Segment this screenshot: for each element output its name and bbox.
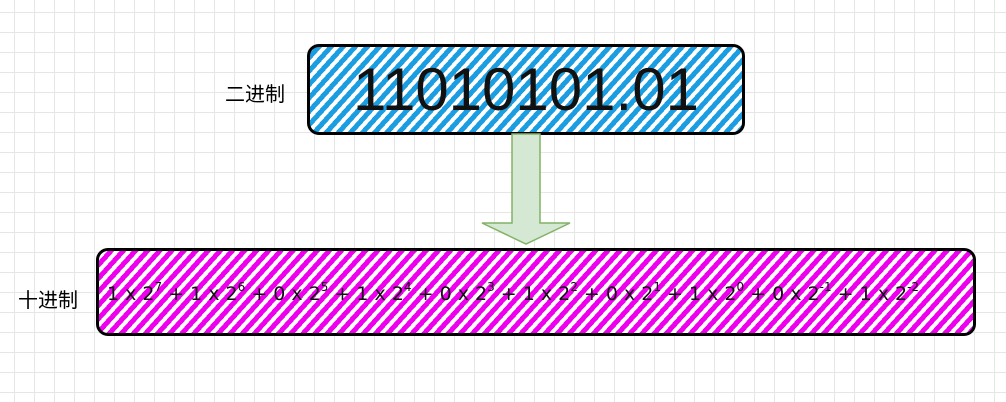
expansion-term: 1 x 24: [356, 279, 412, 305]
plus-sign: +: [831, 282, 860, 305]
term-coefficient: 0 x 2: [273, 282, 321, 305]
term-coefficient: 1 x 2: [356, 282, 404, 305]
term-exponent: -2: [907, 279, 920, 294]
term-coefficient: 0 x 2: [772, 282, 820, 305]
plus-sign: +: [577, 282, 606, 305]
plus-sign: +: [162, 282, 191, 305]
term-exponent: 4: [403, 279, 412, 294]
term-coefficient: 1 x 2: [190, 282, 238, 305]
plus-sign: +: [744, 282, 773, 305]
decimal-expansion: 1 x 27 + 1 x 26 + 0 x 25 + 1 x 24 + 0 x …: [107, 281, 919, 304]
down-arrow-icon: [481, 133, 571, 245]
term-coefficient: 0 x 2: [439, 282, 488, 305]
decimal-label: 十进制: [18, 288, 78, 312]
term-exponent: 2: [570, 279, 578, 294]
expansion-term: 0 x 23: [439, 279, 495, 305]
expansion-term: 1 x 22: [522, 279, 578, 305]
term-exponent: 1: [653, 279, 661, 294]
plus-sign: +: [245, 282, 274, 305]
term-coefficient: 1 x 2: [859, 282, 908, 305]
expansion-term: 1 x 27: [107, 279, 163, 305]
plus-sign: +: [494, 282, 523, 305]
expansion-term: 1 x 20: [688, 279, 745, 305]
term-coefficient: 1 x 2: [107, 282, 155, 305]
term-exponent: 3: [487, 279, 495, 294]
term-coefficient: 0 x 2: [605, 282, 654, 305]
plus-sign: +: [660, 282, 689, 305]
binary-box[interactable]: 11010101.01: [307, 44, 745, 135]
plus-sign: +: [411, 282, 440, 305]
expansion-term: 0 x 2-1: [772, 279, 832, 305]
term-exponent: 5: [320, 279, 329, 294]
binary-value: 11010101.01: [353, 55, 699, 123]
term-coefficient: 1 x 2: [522, 282, 571, 305]
binary-label: 二进制: [225, 82, 285, 106]
term-exponent: -1: [819, 279, 832, 294]
expansion-term: 0 x 21: [605, 279, 661, 305]
plus-sign: +: [328, 282, 357, 305]
decimal-box[interactable]: 1 x 27 + 1 x 26 + 0 x 25 + 1 x 24 + 0 x …: [96, 248, 976, 336]
term-exponent: 6: [237, 279, 246, 294]
term-coefficient: 1 x 2: [688, 282, 737, 305]
expansion-term: 0 x 25: [273, 279, 329, 305]
term-exponent: 0: [736, 279, 745, 294]
term-exponent: 7: [154, 279, 163, 294]
expansion-term: 1 x 2-2: [859, 279, 920, 305]
expansion-term: 1 x 26: [190, 279, 246, 305]
